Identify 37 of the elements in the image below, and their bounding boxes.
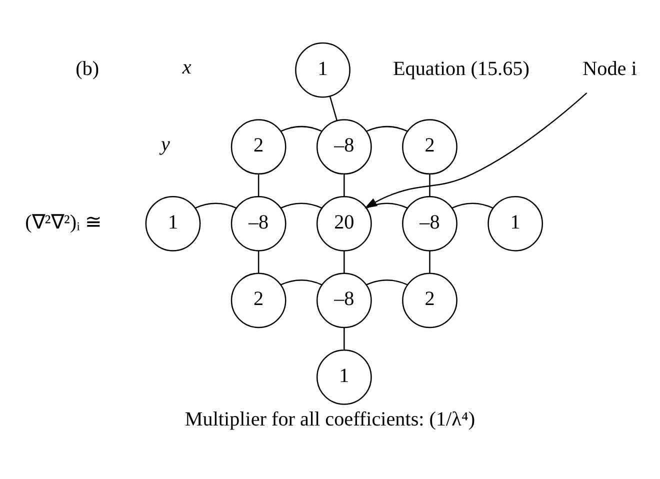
node-circle: 2: [402, 272, 458, 328]
node-circle: 1: [295, 42, 350, 98]
node-circle: 2: [402, 118, 458, 174]
connector: [258, 250, 260, 273]
connector: [344, 327, 345, 350]
node-circle: 20: [316, 195, 372, 251]
connector: [344, 250, 345, 273]
connector: [280, 125, 322, 132]
label: Equation (15.65): [393, 57, 530, 80]
connector: [429, 250, 430, 273]
node-circle: 1: [316, 349, 372, 404]
label: x: [182, 56, 192, 78]
node-circle: 2: [230, 272, 286, 328]
connector: [280, 202, 322, 208]
node-circle: –8: [316, 118, 372, 174]
connector: [452, 202, 494, 208]
arrow: [364, 92, 588, 208]
connector: [366, 279, 408, 285]
connector: [344, 174, 345, 196]
connector: [195, 202, 237, 208]
connector: [258, 174, 260, 196]
connector: [280, 279, 322, 285]
node-circle: 2: [230, 118, 286, 174]
connector: [429, 174, 430, 196]
node-circle: –8: [316, 272, 372, 328]
connector: [366, 202, 408, 208]
connector: [366, 125, 408, 132]
label: (b): [76, 57, 100, 80]
label: y: [161, 132, 170, 155]
connector: [329, 96, 338, 120]
caption: Multiplier for all coefficients: (1/λ⁴): [184, 408, 476, 430]
node-circle: 1: [145, 195, 201, 251]
label: (∇²∇²)ᵢ ≅: [25, 210, 102, 233]
node-circle: –8: [230, 195, 286, 251]
node-circle: 1: [488, 195, 544, 251]
node-circle: –8: [402, 195, 458, 251]
node-text: Node i: [582, 57, 637, 80]
